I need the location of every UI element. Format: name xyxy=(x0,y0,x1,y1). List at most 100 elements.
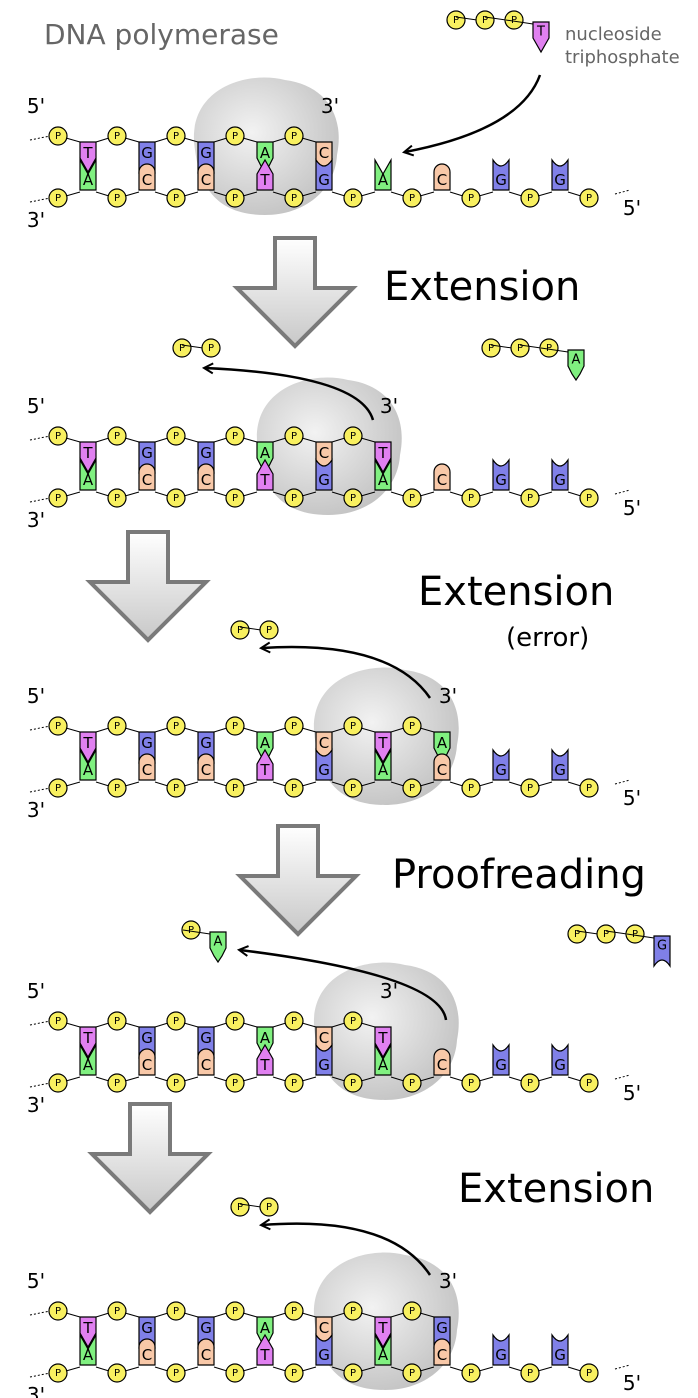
panel-1-bottom-link-2 xyxy=(213,491,228,497)
panel-4-released-pyrophosphate-p0-label: P xyxy=(237,1202,243,1213)
panel-1-bottom-base-8 xyxy=(551,458,569,491)
panel-0-bottom-base-0 xyxy=(79,157,97,191)
panel-1-bottom-bond-1 xyxy=(124,491,140,497)
panel-4-bottom-backbone-tail xyxy=(29,1372,51,1378)
panel-4-top-phosphate-4 xyxy=(284,1301,304,1321)
panel-0-top-phosphate-3 xyxy=(225,126,245,146)
panel-0-bottom-phosphate-3 xyxy=(225,188,245,208)
panel-1-bottom-backbone-head xyxy=(614,489,631,495)
panel-2-bottom-bond-4 xyxy=(301,781,317,787)
panel-4-top-phosphate-5-label: P xyxy=(350,1306,356,1317)
panel-3-top-base-letter-1: G xyxy=(141,1029,153,1047)
panel-3-top-base-letter-5: T xyxy=(377,1029,388,1047)
panel-2-bottom-link-2 xyxy=(213,781,228,787)
panel-2-bottom-phosphate-1 xyxy=(107,778,127,798)
panel-3-bottom-link-5 xyxy=(390,1076,405,1082)
panel-2-bottom-phosphate-1-label: P xyxy=(114,783,120,794)
panel-2-five-prime-top: 5' xyxy=(27,684,45,708)
panel-0-bottom-base-5 xyxy=(374,157,392,191)
panel-2-bottom-bond-8 xyxy=(537,781,553,787)
panel-1-bottom-phosphate-end-label: P xyxy=(586,493,592,504)
panel-4-top-link-1 xyxy=(154,1312,169,1318)
panel-3-bottom-phosphate-4-label: P xyxy=(291,1078,297,1089)
panel-0-incoming-nucleotide-p0-label: P xyxy=(453,15,459,26)
panel-2-top-phosphate-3-label: P xyxy=(232,721,238,732)
panel-3-top-base-letter-2: G xyxy=(200,1029,212,1047)
panel-4-bottom-bond-7 xyxy=(478,1366,494,1372)
panel-1-bottom-phosphate-0 xyxy=(48,488,68,508)
panel-4-bottom-phosphate-1-label: P xyxy=(114,1368,120,1379)
panel-0-incoming-nucleotide-base xyxy=(532,21,550,54)
panel-4-top-base-letter-4: C xyxy=(319,1319,329,1337)
panel-0-three-prime-bottom: 3' xyxy=(27,208,45,232)
panel-2-bottom-phosphate-2-label: P xyxy=(173,783,179,794)
panel-4-top-phosphate-3 xyxy=(225,1301,245,1321)
panel-3-bottom-bond-8 xyxy=(537,1076,553,1082)
panel-0-bottom-link-1 xyxy=(154,191,169,197)
panel-3-release-arrow xyxy=(240,950,448,1021)
panel-4-bottom-link-1 xyxy=(154,1366,169,1372)
panel-1-bottom-bond-3 xyxy=(242,491,258,497)
panel-0-bottom-base-1 xyxy=(138,163,156,191)
panel-3-top-bond-1 xyxy=(124,1022,140,1028)
panel-0-bottom-backbone-tail xyxy=(29,197,51,203)
panel-4-bottom-phosphate-2 xyxy=(166,1363,186,1383)
panel-2-bottom-base-3 xyxy=(256,748,274,781)
panel-2-top-bond-6 xyxy=(419,727,435,733)
panel-2-bottom-base-4 xyxy=(315,748,333,781)
panel-1-bottom-backbone-tail xyxy=(29,497,51,503)
panel-3-bottom-phosphate-end-label: P xyxy=(586,1078,592,1089)
panel-1-incoming-nucleotide-p0 xyxy=(481,338,501,358)
panel-3-five-prime-bottom: 5' xyxy=(623,1081,641,1105)
panel-1-bottom-link-1 xyxy=(154,491,169,497)
panel-4-top-phosphate-6-label: P xyxy=(409,1306,415,1317)
panel-2-three-prime-top: 3' xyxy=(439,684,457,708)
panel-0-bottom-phosphate-7 xyxy=(461,188,481,208)
panel-2-bottom-base-8 xyxy=(551,748,569,781)
panel-3-bottom-base-letter-5: A xyxy=(378,1056,389,1074)
panel-3-bottom-phosphate-8 xyxy=(520,1073,540,1093)
panel-4-bottom-backbone-head xyxy=(614,1364,631,1370)
panel-1-bottom-base-letter-2: C xyxy=(201,471,211,489)
panel-2-top-phosphate-2 xyxy=(166,716,186,736)
panel-4-bottom-phosphate-4 xyxy=(284,1363,304,1383)
panel-3-bottom-base-letter-3: T xyxy=(259,1056,270,1074)
panel-2-bottom-phosphate-end xyxy=(579,778,599,798)
panel-3-bottom-phosphate-2 xyxy=(166,1073,186,1093)
panel-2-top-base-letter-0: T xyxy=(82,734,93,752)
panel-3-released-nucleotide-p0 xyxy=(181,920,201,940)
title-dna-polymerase: DNA polymerase xyxy=(44,18,279,51)
panel-4-top-phosphate-6 xyxy=(402,1301,422,1321)
panel-4-top-phosphate-1 xyxy=(107,1301,127,1321)
panel-4-top-bond-4 xyxy=(301,1312,317,1318)
panel-3-top-phosphate-4 xyxy=(284,1011,304,1031)
panel-2-five-prime-bottom: 5' xyxy=(623,786,641,810)
panel-1-bottom-link-3 xyxy=(272,491,287,497)
panel-2-bottom-link-3 xyxy=(272,781,287,787)
panel-2-top-link-1 xyxy=(154,727,169,733)
panel-4-three-prime-bottom: 3' xyxy=(27,1383,45,1398)
panel-0-incoming-arrow xyxy=(405,74,542,152)
panel-2-bottom-base-6 xyxy=(433,753,451,781)
panel-4-bottom-phosphate-0-label: P xyxy=(55,1368,61,1379)
panel-1-bottom-phosphate-2-label: P xyxy=(173,493,179,504)
panel-3-top-link-3 xyxy=(272,1022,287,1028)
panel-1-bottom-base-letter-8: G xyxy=(554,471,566,489)
panel-3-bottom-link-6 xyxy=(449,1076,464,1082)
panel-2-top-phosphate-0-label: P xyxy=(55,721,61,732)
panel-4-top-base-5 xyxy=(374,1316,392,1349)
panel-3-bottom-base-letter-4: G xyxy=(318,1056,330,1074)
panel-3-bottom-backbone-head xyxy=(614,1074,631,1080)
panel-4-released-pyrophosphate-p0 xyxy=(230,1197,250,1217)
panel-3-top-phosphate-3 xyxy=(225,1011,245,1031)
panel-1-top-phosphate-3 xyxy=(225,426,245,446)
panel-0-top-phosphate-1-label: P xyxy=(114,131,120,142)
panel-3-top-phosphate-0-label: P xyxy=(55,1016,61,1027)
panel-4-bottom-phosphate-8 xyxy=(520,1363,540,1383)
panel-1-top-link-1 xyxy=(154,437,169,443)
panel-4-bottom-link-2 xyxy=(213,1366,228,1372)
panel-4-top-base-letter-2: G xyxy=(200,1319,212,1337)
panel-0-bottom-base-letter-4: G xyxy=(318,171,330,189)
panel-1-incoming-nucleotide-p0-label: P xyxy=(488,343,494,354)
